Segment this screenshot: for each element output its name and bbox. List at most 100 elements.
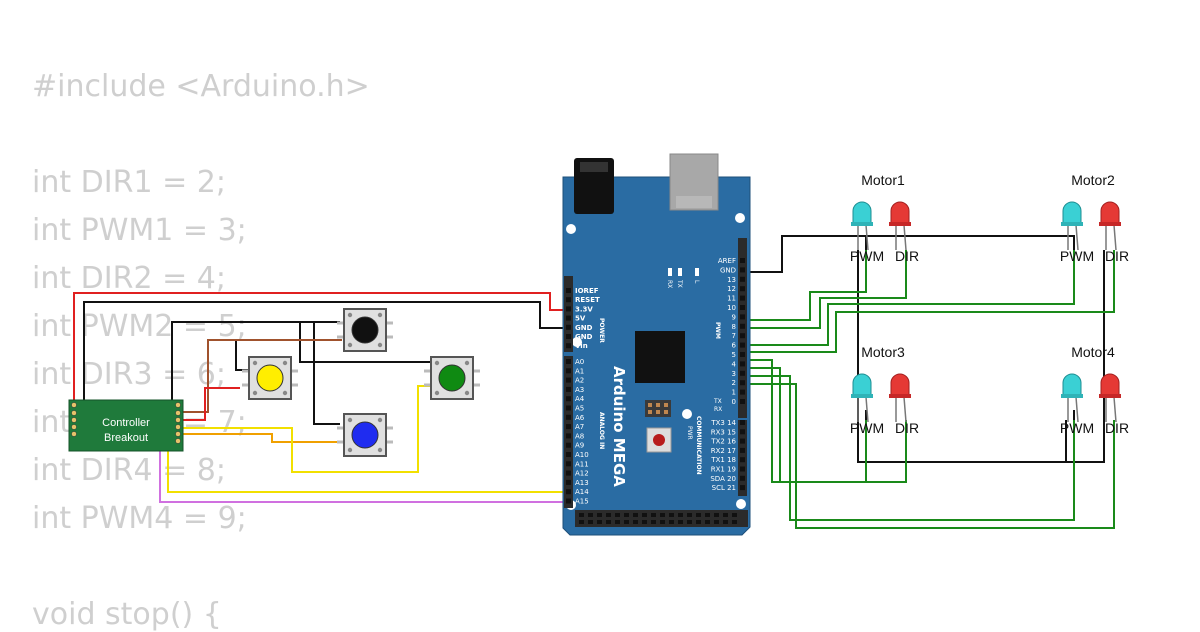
pin-label-digital: AREF — [718, 257, 736, 265]
pin-hole — [669, 520, 674, 524]
led-dir[interactable] — [889, 201, 911, 251]
motor-title: Motor1 — [861, 172, 905, 188]
mount-hole — [736, 499, 746, 509]
wire-yellow-green[interactable] — [182, 385, 430, 473]
pin-hole — [651, 520, 656, 524]
pushbutton-green[interactable] — [424, 356, 480, 400]
led-pwm[interactable] — [1061, 201, 1083, 251]
pin-hole — [705, 513, 710, 517]
pin-label-digital: 3 — [732, 370, 736, 378]
pin-hole — [566, 442, 571, 448]
pin-label-digital: GND — [720, 266, 736, 274]
led-tx-label: TX — [676, 279, 683, 288]
pin-label-digital: 8 — [732, 323, 736, 331]
pin-hole — [606, 513, 611, 517]
led-pwm[interactable] — [851, 373, 873, 423]
button-corner — [377, 447, 383, 453]
pin-hole — [588, 520, 593, 524]
wire-green-8[interactable] — [748, 383, 1115, 529]
wire-brown[interactable] — [182, 339, 342, 413]
wire-green-4[interactable] — [748, 250, 1115, 353]
analog-header-label: ANALOG IN — [598, 412, 605, 449]
pin-hole — [651, 513, 656, 517]
arduino-mega[interactable]: RX TX L Arduino MEGA POWER ANALOG IN PWM… — [562, 153, 751, 536]
wire-black-buttons[interactable] — [171, 321, 340, 410]
pushbutton-black[interactable] — [337, 308, 393, 352]
pin-hole — [566, 433, 571, 439]
pwm-label: PWM — [850, 248, 884, 264]
wire-green-6[interactable] — [748, 367, 907, 483]
wire-green-2[interactable] — [748, 250, 907, 329]
pin-label-analog: A3 — [575, 386, 584, 394]
led-dir[interactable] — [889, 373, 911, 423]
button-leg — [242, 383, 250, 387]
pin-label-analog: A9 — [575, 442, 584, 450]
mount-hole — [735, 213, 745, 223]
pin-hole — [740, 447, 745, 453]
led-rx — [668, 268, 672, 276]
pin-hole — [566, 377, 571, 383]
code-line: void stop() { — [32, 597, 222, 632]
button-corner — [464, 390, 470, 396]
button-leg — [337, 321, 345, 325]
board-title: Arduino MEGA — [610, 366, 628, 487]
wire-green-1[interactable] — [748, 250, 867, 321]
pin-label-digital: 7 — [732, 332, 736, 340]
pin-label-analog: A13 — [575, 479, 589, 487]
wire-black-2[interactable] — [220, 339, 248, 371]
pin-hole — [723, 513, 728, 517]
pin-hole — [633, 513, 638, 517]
button-leg — [242, 369, 250, 373]
dir-label: DIR — [1105, 420, 1129, 436]
pin-label-digital: 13 — [727, 276, 736, 284]
button-corner — [252, 390, 258, 396]
pin-label-power: 3.3V — [575, 305, 593, 313]
wire-red[interactable] — [73, 292, 565, 405]
led-pwm[interactable] — [851, 201, 873, 251]
wire-red-2[interactable] — [182, 387, 240, 421]
pushbutton-blue[interactable] — [337, 413, 393, 457]
led-l — [695, 268, 699, 276]
wire-black-motor-bus[interactable] — [857, 250, 1105, 463]
button-cap — [351, 421, 379, 449]
button-leg — [385, 440, 393, 444]
pin-label-power: IOREF — [575, 287, 599, 295]
led-dir[interactable] — [1099, 373, 1121, 423]
pin-hole — [566, 343, 571, 349]
pin-hole — [566, 461, 571, 467]
led-dir[interactable] — [1099, 201, 1121, 251]
microcontroller-chip — [635, 331, 685, 383]
pin-hole — [566, 306, 571, 312]
pushbutton-yellow[interactable] — [242, 356, 298, 400]
reset-button-cap — [653, 434, 665, 446]
pwr-led-label: PWR — [686, 426, 693, 440]
pin-label-power: 5V — [575, 315, 586, 323]
wire-green-3[interactable] — [748, 250, 1075, 346]
wire-green-5[interactable] — [748, 359, 867, 483]
controller-breakout[interactable]: Controller Breakout — [68, 399, 184, 452]
pin-label-digital: 9 — [732, 313, 736, 321]
button-leg — [385, 321, 393, 325]
code-line: int DIR2 = 4; — [32, 261, 226, 296]
button-leg — [337, 335, 345, 339]
pin-label-digital: 12 — [727, 285, 736, 293]
wire-green-7[interactable] — [748, 375, 1075, 521]
icsp-header — [645, 400, 671, 417]
pin-hole — [660, 513, 665, 517]
pin-hole — [740, 466, 745, 472]
pin-label-analog: A10 — [575, 451, 589, 459]
pin-hole — [566, 324, 571, 330]
pin-label-digital: 2 — [732, 379, 736, 387]
led-pwm[interactable] — [1061, 373, 1083, 423]
wire-black-4[interactable] — [313, 322, 340, 425]
wire-black-3[interactable] — [299, 322, 430, 363]
pin-hole — [732, 520, 737, 524]
wire-orange[interactable] — [182, 433, 340, 443]
pin-hole — [566, 498, 571, 504]
pin-hole — [579, 520, 584, 524]
led-tx — [678, 268, 682, 276]
controller-label: Controller — [102, 417, 150, 429]
pin-hole — [740, 267, 745, 273]
wire-black-gnd[interactable] — [83, 301, 565, 405]
pin-hole — [579, 513, 584, 517]
